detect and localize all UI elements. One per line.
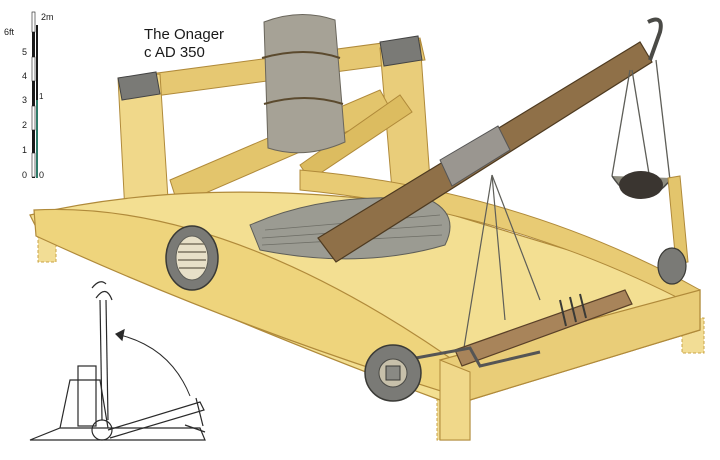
scale-feet-tick: 0 (22, 170, 28, 180)
scale-feet-bar (32, 12, 35, 178)
scale-feet-tick: 1 (22, 145, 28, 155)
scale-meter-unit: 2m (41, 12, 54, 22)
trigger-cords (461, 174, 541, 361)
scale-feet-tick: 5 (22, 47, 28, 57)
arm-hook (647, 17, 663, 61)
winding-crank (404, 346, 541, 368)
scale-feet-tick: 4 (22, 71, 28, 81)
diagram-date: c AD 350 (144, 44, 205, 61)
windlass-roller (454, 289, 633, 367)
stone-projectile (619, 171, 663, 199)
sling-cords (611, 59, 671, 181)
inset-side-view (29, 281, 206, 441)
padded-buffer (263, 13, 346, 154)
scale-bar (31, 11, 38, 178)
scale-feet-tick: 2 (22, 120, 28, 130)
scale-feet-unit: 6ft (4, 27, 15, 37)
windlass-rope (559, 293, 587, 327)
skein-bearing-right (657, 247, 687, 285)
scale-meter-tick: 1 (39, 92, 44, 101)
scale-meter-tick: 0 (39, 170, 45, 180)
stop-post (667, 175, 689, 265)
diagram-title: The Onager (144, 26, 225, 43)
scale-feet-tick: 3 (22, 95, 28, 105)
iron-cap-left (117, 71, 161, 101)
arm-iron-band (439, 125, 511, 187)
iron-cap-right (379, 35, 423, 67)
